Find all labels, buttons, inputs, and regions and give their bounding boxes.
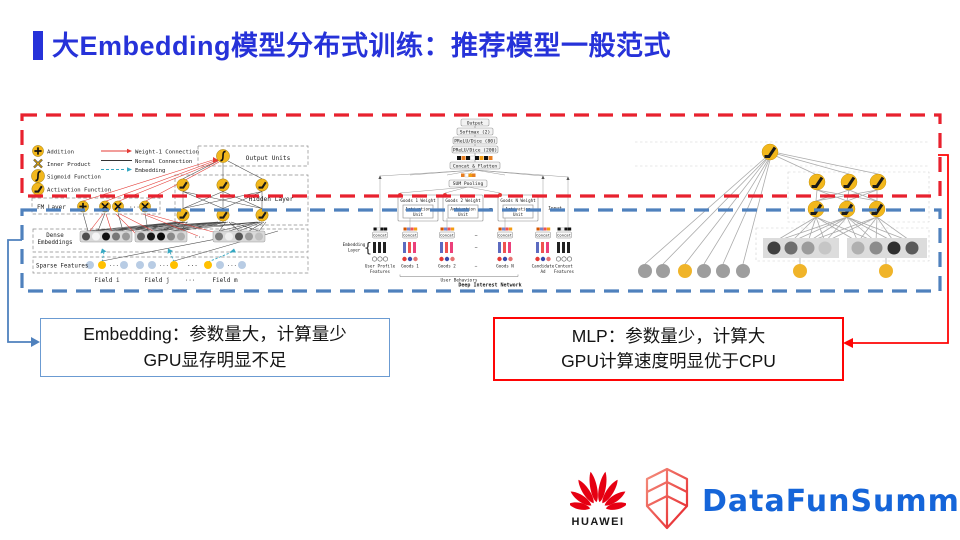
svg-text:PReLU/Dice (200): PReLU/Dice (200) — [453, 147, 497, 153]
sparse-features-label: Sparse Features — [36, 264, 88, 270]
din-diagram: Output Softmax (2) PReLU/Dice (80) PReLU… — [343, 118, 575, 289]
dense-label-1: Dense — [46, 233, 64, 239]
mlp-callout-line2: GPU计算速度明显优于CPU — [561, 351, 776, 371]
svg-text:Softmax (2): Softmax (2) — [460, 129, 490, 135]
svg-text:···: ··· — [227, 264, 237, 270]
svg-text:Goods 2 Weight: Goods 2 Weight — [445, 198, 481, 203]
svg-text:−: − — [474, 233, 477, 239]
legend-addition: Addition — [47, 150, 74, 156]
embedding-layer-label-1: Embedding — [343, 242, 366, 247]
embedding-layer-brace: { — [364, 241, 372, 256]
embedding-tables — [763, 238, 927, 258]
svg-text:Goods N Weight: Goods N Weight — [500, 198, 536, 203]
svg-text:Goods N: Goods N — [496, 264, 514, 269]
fm-ellipsis: ··· — [129, 204, 140, 211]
svg-text:Concat: Concat — [557, 233, 571, 238]
svg-text:Concat: Concat — [373, 233, 387, 238]
page-title: 大Embedding模型分布式训练：推荐模型一般范式 — [52, 31, 671, 61]
feature-circles — [371, 256, 573, 262]
input-label: Input — [548, 206, 562, 212]
huawei-wordmark: HUAWEI — [571, 516, 625, 528]
legend-inner-product: Inner Product — [47, 162, 91, 168]
deepfm-diagram: ··· ··· ··· ··· — [30, 144, 309, 284]
dense-label-2: Embeddings — [38, 240, 73, 246]
svg-text:PReLU/Dice (80): PReLU/Dice (80) — [454, 138, 496, 144]
svg-text:Output: Output — [467, 120, 484, 126]
svg-text:User Profile: User Profile — [365, 264, 396, 269]
svg-text:Goods 2: Goods 2 — [438, 264, 456, 269]
svg-text:Concat: Concat — [440, 233, 454, 238]
svg-text:···: ··· — [109, 264, 119, 270]
embedding-bars: − — [373, 242, 570, 253]
din-concat-row: Concat Concat Concat Concat Concat Conca… — [371, 227, 573, 262]
sparse-feature-circles: ··· ··· ··· ··· — [86, 261, 246, 270]
svg-text:−: − — [474, 245, 477, 251]
legend-activation: Activation Function — [47, 188, 111, 194]
embedding-callout: Embedding：参数量大，计算量少 GPU显存明显不足 — [40, 318, 390, 377]
embedding-callout-line1: Embedding：参数量大，计算量少 — [83, 324, 347, 345]
input-circles — [638, 264, 893, 278]
fields-ellipsis: ··· — [185, 277, 196, 284]
simplified-network-diagram — [635, 141, 930, 278]
legend-embedding: Embedding — [135, 168, 165, 174]
svg-text:···: ··· — [159, 264, 169, 270]
svg-text:−: − — [489, 206, 492, 212]
embedding-layer-label-2: Layer — [348, 248, 361, 253]
huawei-logo-icon — [570, 471, 626, 510]
svg-text:Unit: Unit — [513, 212, 524, 217]
datafunsummit-wordmark: DataFunSummit — [702, 484, 960, 519]
svg-text:Activation: Activation — [450, 207, 476, 212]
hidden-layer-label: Hidden Layer — [249, 196, 294, 203]
svg-text:Concat: Concat — [536, 233, 550, 238]
svg-text:Unit: Unit — [413, 212, 424, 217]
embedding-callout-line2: GPU显存明显不足 — [143, 349, 287, 370]
title-accent-bar — [33, 31, 43, 60]
deepfm-legend: Addition Inner Product Sigmoid Function … — [30, 144, 199, 197]
din-caption: Deep Interest Network — [458, 283, 521, 289]
field-j-label: Field j — [144, 277, 169, 284]
field-m-label: Field m — [212, 277, 238, 284]
deepfm-embedding-arrowheads — [100, 248, 236, 254]
svg-text:Concat: Concat — [498, 233, 512, 238]
legend-normal: Normal Connection — [135, 159, 192, 165]
svg-text:Goods 1: Goods 1 — [401, 264, 419, 269]
svg-text:Context: Context — [555, 264, 573, 269]
svg-text:Features: Features — [370, 269, 391, 274]
dense-ellipsis: ··· — [194, 234, 205, 241]
field-i-label: Field i — [94, 277, 120, 284]
svg-text:···: ··· — [187, 263, 198, 270]
svg-text:Activation: Activation — [405, 207, 431, 212]
datafun-logo-icon — [645, 467, 689, 530]
svg-text:Concat: Concat — [403, 233, 417, 238]
mlp-callout: MLP：参数量少，计算大 GPU计算速度明显优于CPU — [493, 317, 844, 381]
legend-weight1: Weight-1 Connection — [135, 150, 199, 156]
concat-flatten-strip — [457, 155, 493, 161]
svg-text:Activation: Activation — [505, 207, 531, 212]
din-activation-units: Goods 1 Weight Goods 2 Weight Goods N We… — [397, 193, 562, 222]
svg-text:Goods 1 Weight: Goods 1 Weight — [400, 198, 436, 203]
din-feature-labels: User Profile Features Goods 1 Goods 2 − … — [365, 264, 575, 289]
svg-text:Concat & Flatten: Concat & Flatten — [453, 163, 497, 169]
svg-text:Features: Features — [554, 269, 575, 274]
din-stack: Output Softmax (2) PReLU/Dice (80) PReLU… — [449, 118, 501, 169]
dense-embedding-groups: ··· — [79, 230, 266, 243]
svg-text:Unit: Unit — [458, 212, 469, 217]
sum-pooling: SUM Pooling — [448, 173, 488, 188]
svg-text:−: − — [475, 265, 478, 270]
mlp-callout-line1: MLP：参数量少，计算大 — [571, 325, 766, 346]
svg-text:Ad: Ad — [540, 269, 546, 274]
svg-text:Candidate: Candidate — [532, 264, 555, 269]
svg-text:SUM Pooling: SUM Pooling — [453, 181, 484, 187]
legend-sigmoid: Sigmoid Function — [47, 175, 101, 181]
output-units-label: Output Units — [246, 155, 291, 162]
fm-layer-label: FM Layer — [37, 204, 66, 211]
concat-strips — [373, 227, 572, 231]
